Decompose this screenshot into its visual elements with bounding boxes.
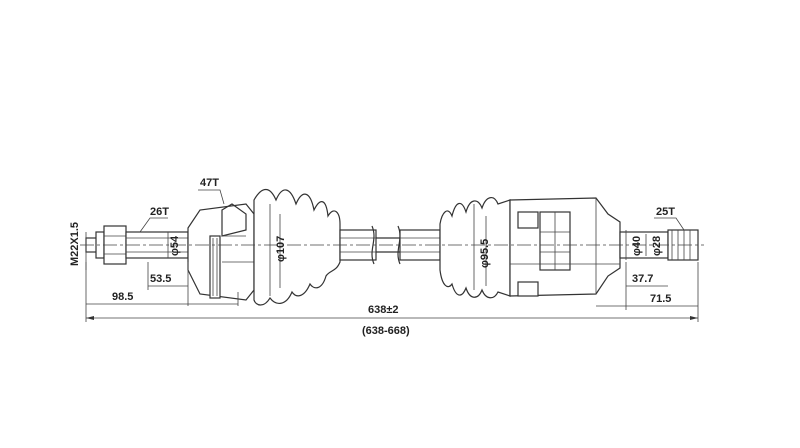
dia-107-label: φ107 (275, 236, 287, 262)
dia-54-label: φ54 (169, 235, 181, 256)
dim-53-label: 53.5 (150, 273, 171, 285)
dim-37-label: 37.7 (632, 273, 653, 285)
dimension-lines (85, 189, 699, 322)
dia-95-label: φ95.5 (479, 239, 491, 268)
spline-right-label: 25T (656, 206, 675, 218)
left-boot (253, 188, 341, 306)
left-cv-joint (187, 203, 255, 301)
dia-28-label: φ28 (651, 236, 663, 256)
thread-spec-label: M22X1.5 (69, 222, 81, 266)
right-boot (439, 197, 511, 299)
spline-joint-label: 47T (200, 177, 219, 189)
spline-left-label: 26T (150, 206, 169, 218)
dia-40-label: φ40 (631, 236, 643, 256)
overall-length-label: 638±2 (368, 304, 399, 316)
length-range-label: (638-668) (362, 325, 410, 337)
dim-98-label: 98.5 (112, 291, 133, 303)
right-tripod-joint (509, 197, 621, 297)
dim-71-label: 71.5 (650, 293, 671, 305)
